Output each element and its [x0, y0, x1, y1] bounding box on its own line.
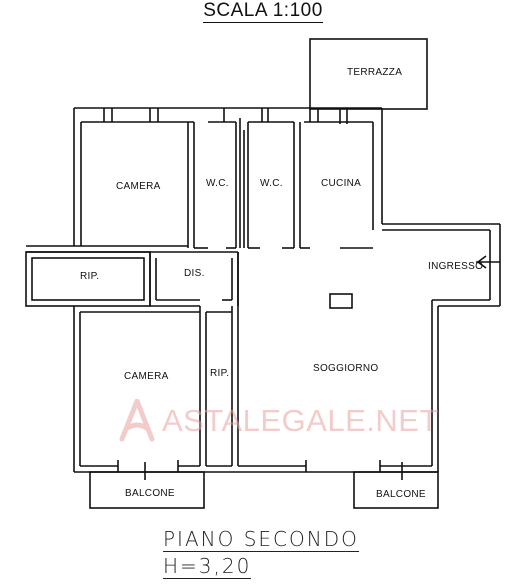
- room-label-balcony-left: BALCONE: [125, 488, 175, 499]
- scale-label: SCALA 1:100: [203, 0, 323, 23]
- astalegale-logo-icon: [119, 399, 155, 442]
- room-label-terrace: TERRAZZA: [347, 67, 403, 78]
- watermark: ASTALEGALE.NET: [118, 398, 439, 444]
- room-label-bathroom-2: W.C.: [260, 178, 283, 189]
- ceiling-height: H=3,20: [163, 554, 252, 579]
- floor-title: PIANO SECONDO: [163, 527, 359, 552]
- room-label-living-room: SOGGIORNO: [313, 363, 379, 374]
- room-label-hallway: DIS.: [184, 268, 205, 279]
- room-label-entrance: INGRESSO: [428, 261, 484, 272]
- balcony-left-outline: [89, 471, 205, 509]
- room-label-kitchen: CUCINA: [321, 178, 362, 189]
- room-label-balcony-right: BALCONE: [376, 489, 426, 500]
- dining-table: [329, 293, 353, 309]
- room-label-bathroom-1: W.C.: [206, 178, 229, 189]
- room-label-storage-left: RIP.: [80, 271, 100, 282]
- terrace-outline: [309, 38, 428, 110]
- room-label-bedroom-bottom: CAMERA: [124, 371, 169, 382]
- watermark-text: ASTALEGALE.NET: [162, 403, 439, 438]
- room-label-bedroom-top: CAMERA: [116, 181, 161, 192]
- balcony-right-outline: [353, 471, 439, 509]
- room-label-storage-center: RIP.: [210, 368, 230, 379]
